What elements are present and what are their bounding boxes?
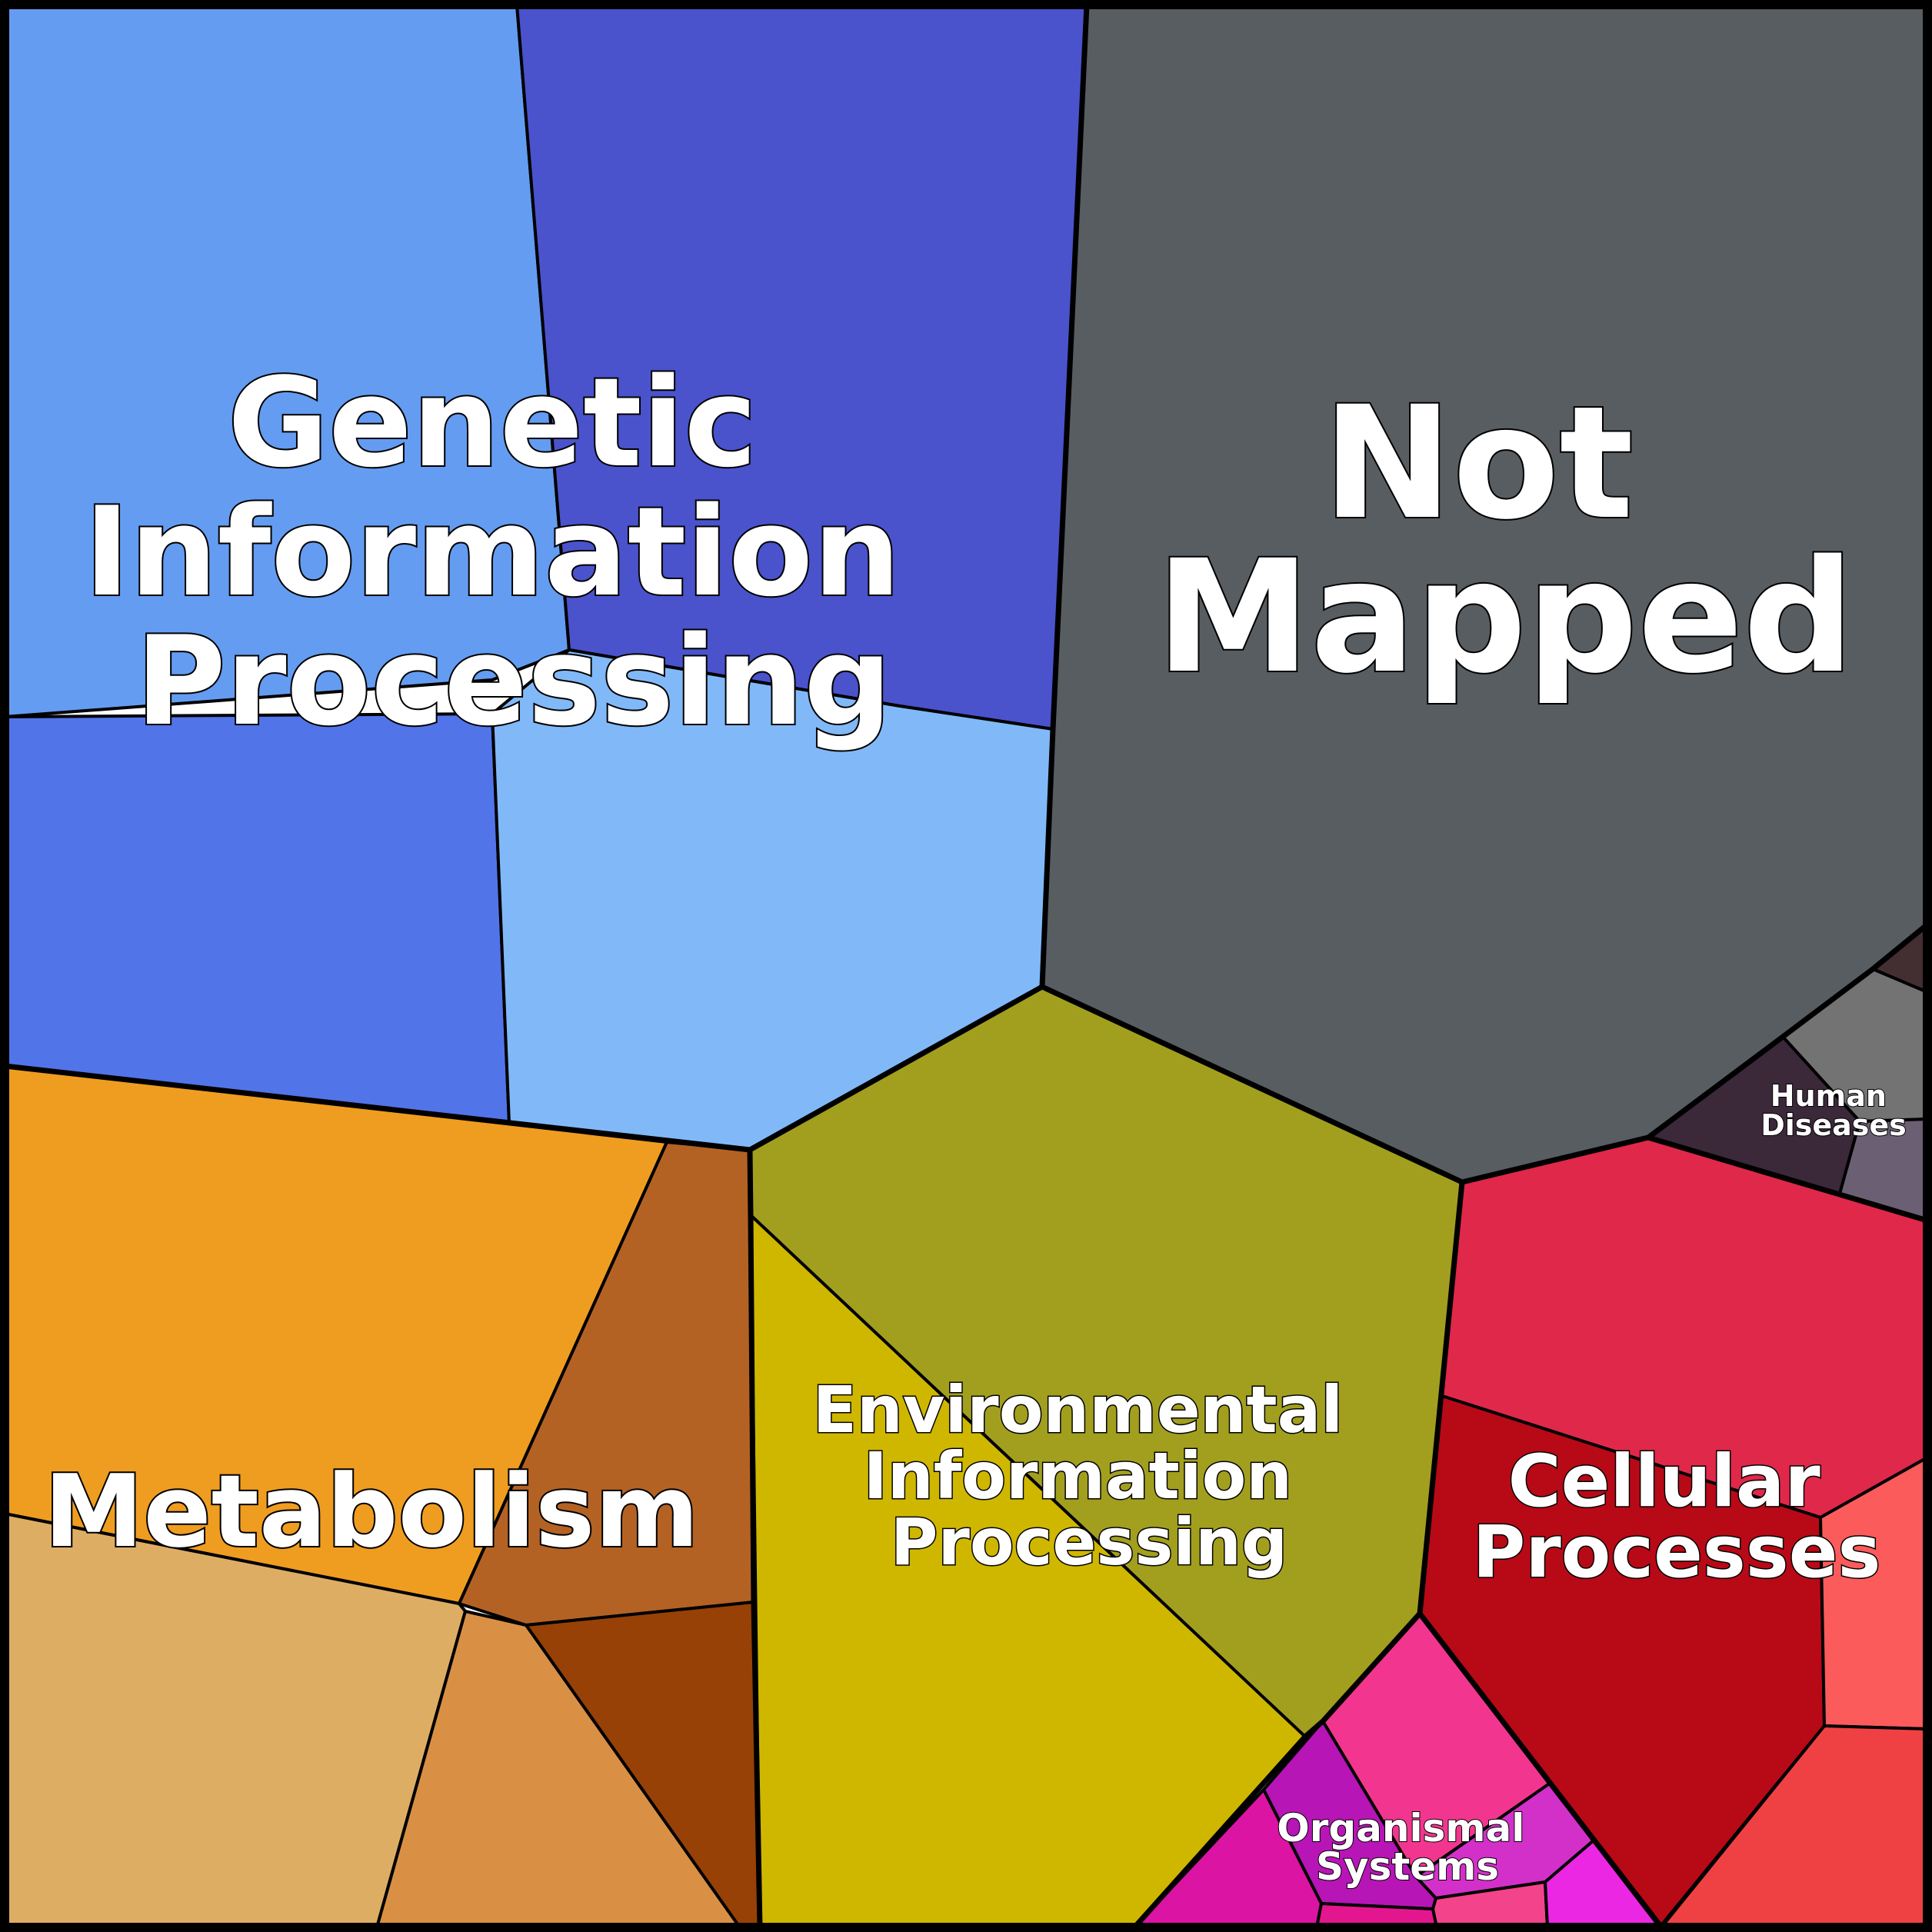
genetic-information-processing-group [3,3,1088,1151]
border-notmapped-bottom [1041,984,1928,1224]
label-genetic-information-processing: Genetic Information Processing [84,351,943,753]
label-not-mapped: Not Mapped [1156,372,1854,708]
label-environmental-line-3: Processing [891,1504,1287,1580]
border-humandiseases [1646,922,1930,1140]
cellular-processes-group [1418,1136,1929,1929]
genetic-cell-3 [3,712,511,1124]
label-not-mapped-line-2: Mapped [1156,526,1854,708]
category-borders [4,4,1930,1930]
label-human-diseases-line-2: Diseases [1760,1108,1907,1142]
label-environmental-line-1: Environmental [813,1372,1344,1447]
label-cellular-processes: Cellular Processes [1473,1440,1881,1594]
label-not-mapped-line-1: Not [1323,372,1634,554]
label-genetic-line-2: Information [84,480,901,624]
label-human-diseases-line-1: Human [1770,1079,1887,1113]
label-cellular-line-2: Processes [1473,1511,1881,1594]
label-organismal-line-2: Systems [1316,1844,1499,1889]
metabolism-group [3,1064,761,1929]
label-genetic-line-1: Genetic [228,351,757,495]
label-organismal-line-1: Organismal [1277,1806,1524,1850]
label-human-diseases: Human Diseases [1760,1079,1907,1142]
label-metabolism: Metabolism [44,1453,699,1570]
border-environmental-organismal [1132,1611,1422,1930]
label-cellular-line-1: Cellular [1508,1440,1821,1524]
label-organismal-systems: Organismal Systems [1277,1806,1538,1889]
border-metabolism-environmental [747,1149,763,1928]
label-genetic-line-3: Processing [135,609,891,753]
border-genetic-notmapped [1039,4,1090,988]
label-environmental-information-processing: Environmental Information Processing [813,1372,1366,1580]
label-environmental-line-2: Information [864,1438,1292,1514]
